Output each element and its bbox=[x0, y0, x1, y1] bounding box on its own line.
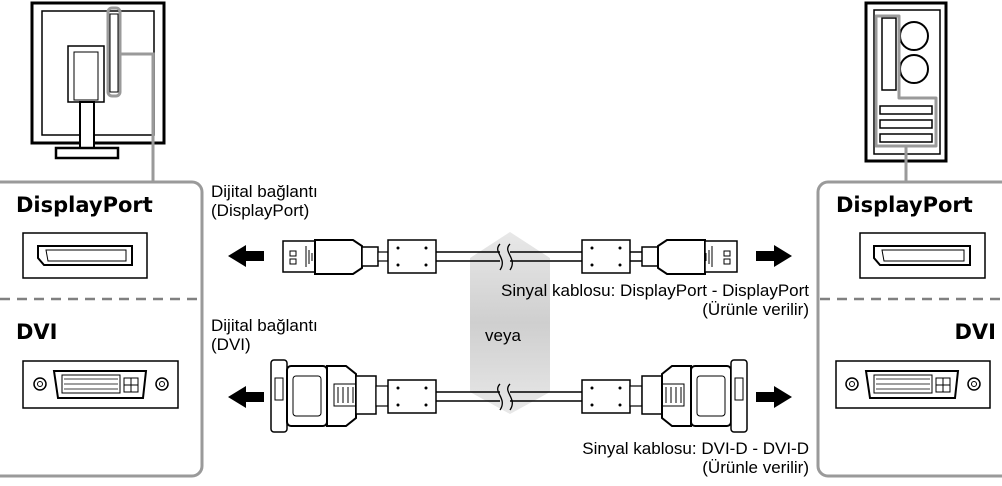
dp-connection-label-line1: Dijital bağlantı bbox=[211, 182, 318, 201]
cable-break-band bbox=[470, 232, 550, 414]
dvi-port-icon bbox=[22, 360, 179, 409]
dp-connection-label-line2: (DisplayPort) bbox=[211, 201, 310, 220]
left-displayport-title: DisplayPort bbox=[16, 193, 153, 217]
monitor-rear-icon bbox=[30, 1, 166, 160]
dvi-cable bbox=[228, 359, 792, 433]
dp-cable-label-line2: (Ürünle verilir) bbox=[702, 300, 809, 319]
or-separator: veya bbox=[485, 326, 521, 345]
dvi-cable-label-line1: Sinyal kablosu: DVI-D - DVI-D bbox=[582, 439, 809, 458]
dvi-port-icon bbox=[835, 360, 991, 409]
dvi-connection-label-line2: (DVI) bbox=[211, 335, 251, 354]
dvi-cable-label-line2: (Ürünle verilir) bbox=[702, 458, 809, 477]
arrow-left-icon bbox=[228, 386, 264, 408]
left-port-panel bbox=[0, 180, 204, 478]
displayport-port-icon bbox=[859, 232, 986, 279]
left-dvi-title: DVI bbox=[16, 320, 58, 344]
dp-cable-label-line1: Sinyal kablosu: DisplayPort - DisplayPor… bbox=[500, 281, 809, 300]
arrow-left-icon bbox=[228, 245, 264, 267]
arrow-right-icon bbox=[756, 386, 792, 408]
pc-tower-icon bbox=[864, 1, 948, 163]
monitor-leader-line bbox=[120, 52, 155, 182]
right-dvi-title: DVI bbox=[954, 320, 997, 344]
displayport-cable bbox=[228, 239, 792, 275]
arrow-right-icon bbox=[756, 245, 792, 267]
displayport-port-icon bbox=[22, 232, 148, 279]
right-port-panel bbox=[816, 180, 1002, 478]
right-displayport-title: DisplayPort bbox=[836, 193, 973, 217]
dvi-connection-label-line1: Dijital bağlantı bbox=[211, 316, 318, 335]
